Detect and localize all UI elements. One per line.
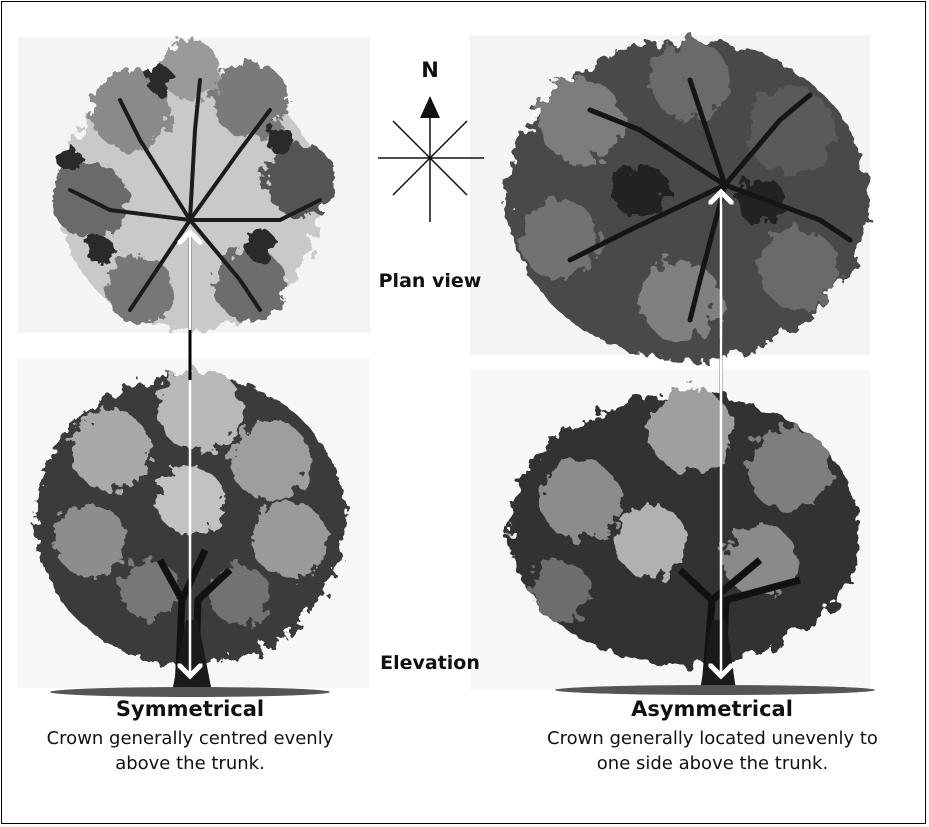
asymmetrical-title: Asymmetrical (562, 697, 862, 721)
asymmetrical-description-line1: Crown generally located unevenly to (490, 726, 929, 751)
plan-view-label: Plan view (355, 270, 505, 292)
north-label: N (415, 58, 445, 82)
symmetrical-description: Crown generally centred evenly above the… (5, 726, 375, 776)
symmetrical-title: Symmetrical (40, 697, 340, 721)
elevation-label: Elevation (350, 652, 510, 674)
symmetrical-description-line1: Crown generally centred evenly (5, 726, 375, 751)
asymmetrical-elevation-tree (470, 370, 875, 695)
symmetrical-elevation-tree (18, 358, 370, 697)
symmetrical-description-line2: above the trunk. (5, 751, 375, 776)
asymmetrical-description: Crown generally located unevenly to one … (490, 726, 929, 776)
compass-rose-icon (378, 96, 484, 222)
asymmetrical-plan-view-tree (470, 35, 870, 360)
symmetrical-plan-view-tree (18, 38, 370, 333)
asymmetrical-description-line2: one side above the trunk. (490, 751, 929, 776)
